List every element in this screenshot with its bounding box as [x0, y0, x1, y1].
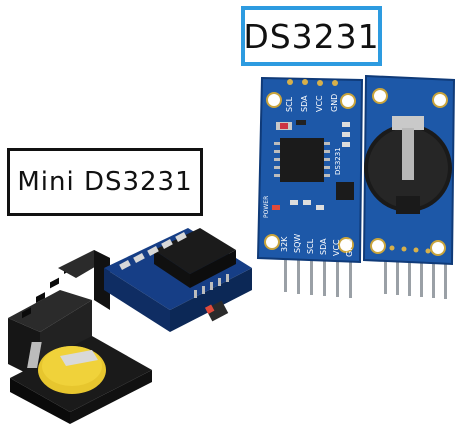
- top-pin-scl: SCL: [285, 96, 294, 112]
- top-pin-vcc: VCC: [315, 95, 324, 112]
- bottom-pin-scl: SCL: [306, 238, 315, 254]
- coin-battery: [27, 342, 106, 394]
- top-pin-sda: SDA: [300, 95, 309, 112]
- front-header-pins: [284, 252, 352, 298]
- bottom-pin-vcc: VCC: [332, 239, 341, 256]
- ds3231-board-front: SCL SDA VCC GND DS3231 POWER: [256, 76, 364, 298]
- coin-cell-holder: [364, 116, 452, 214]
- power-label: POWER: [263, 196, 270, 218]
- mini-ds3231-label: Mini DS3231: [17, 167, 193, 197]
- bottom-pin-gnd: GND: [345, 239, 354, 257]
- top-pin-gnd: GND: [330, 94, 339, 112]
- ds3231-label: DS3231: [243, 16, 380, 56]
- bottom-pin-sda: SDA: [319, 238, 328, 255]
- ds3231-chip: [274, 138, 330, 182]
- ds3231-label-box: DS3231: [241, 6, 382, 66]
- mini-ds3231-module: [8, 228, 252, 424]
- chip-label: DS3231: [334, 147, 342, 175]
- bottom-pin-32k: 32K: [280, 236, 289, 252]
- bottom-pin-sqw: SQW: [293, 234, 302, 253]
- ds3231-board-back: [362, 74, 456, 299]
- mini-ds3231-label-box: Mini DS3231: [7, 148, 203, 216]
